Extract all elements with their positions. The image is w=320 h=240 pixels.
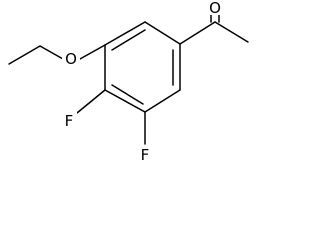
bond-ring-c2-c3 — [144, 21, 181, 45]
bond-ring-double-inner-1 — [111, 29, 146, 51]
bond-ethyl-ch2-o — [39, 45, 64, 60]
fluorine-5-label: F — [141, 146, 150, 164]
bond-ring-double-inner-3 — [111, 84, 144, 105]
bond-o-ring — [79, 44, 106, 60]
bond-ring-c5-c6 — [104, 89, 146, 113]
chemical-structure: O O F F — [8, 0, 249, 164]
bond-ethyl-ch3-ch2 — [8, 45, 41, 65]
bond-ring-carbonyl — [179, 21, 216, 45]
bond-carbonyl-methyl — [214, 21, 249, 43]
carbonyl-oxygen-label: O — [209, 0, 221, 17]
fluorine-4-label: F — [65, 112, 74, 130]
ether-oxygen-label: O — [65, 50, 77, 68]
bond-ring-c1-c2 — [104, 21, 146, 46]
bond-ring-c4-c5 — [144, 89, 181, 113]
bond-c6-f — [76, 89, 106, 114]
